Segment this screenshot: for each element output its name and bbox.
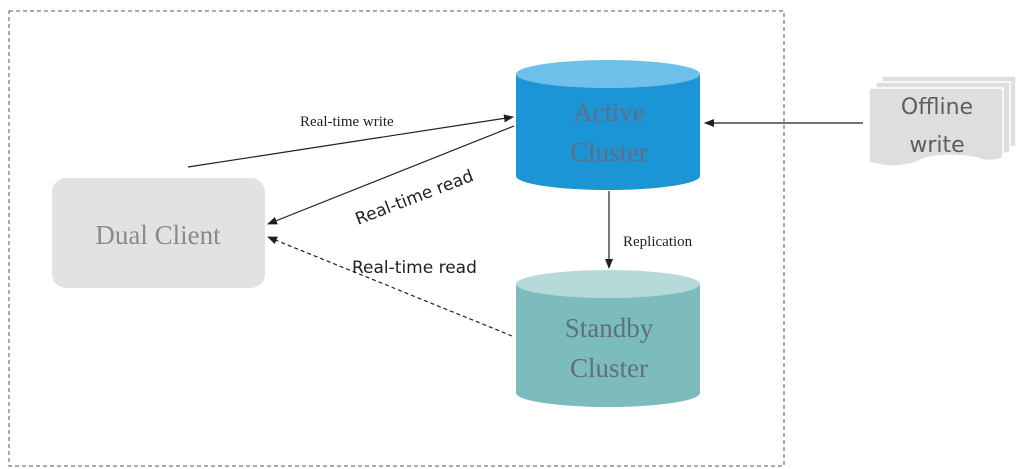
active-cluster-node: Active Cluster [516, 60, 700, 190]
active-cluster-body [516, 74, 700, 190]
dual-client-box [52, 178, 265, 288]
dual-client-node: Dual Client [52, 178, 265, 288]
offline-write-front-sheet [868, 87, 1004, 167]
offline-write-node: Offline write [868, 75, 1017, 167]
realtime-read-active-arrow [267, 125, 515, 225]
diagram-boundary [8, 10, 785, 467]
active-cluster-label-line1: Active [573, 97, 645, 127]
standby-cluster-label-line2: Cluster [570, 353, 648, 383]
realtime-read-standby-label: Real-time read [352, 258, 477, 278]
active-cluster-top [516, 60, 700, 88]
realtime-write-arrow [187, 114, 514, 168]
dual-client-label: Dual Client [95, 220, 221, 250]
standby-cluster-body [516, 284, 700, 407]
realtime-write-label: Real-time write [300, 114, 394, 130]
standby-cluster-node: Standby Cluster [516, 270, 700, 407]
standby-cluster-label-line1: Standby [565, 313, 654, 343]
offline-write-label-line2: write [909, 133, 964, 158]
realtime-read-active-label: Real-time read [353, 166, 477, 229]
standby-cluster-top [516, 270, 700, 298]
active-cluster-label-line2: Cluster [570, 137, 648, 167]
offline-write-label-line1: Offline [901, 95, 973, 120]
replication-label: Replication [623, 234, 693, 250]
realtime-read-standby-arrow [267, 236, 513, 337]
